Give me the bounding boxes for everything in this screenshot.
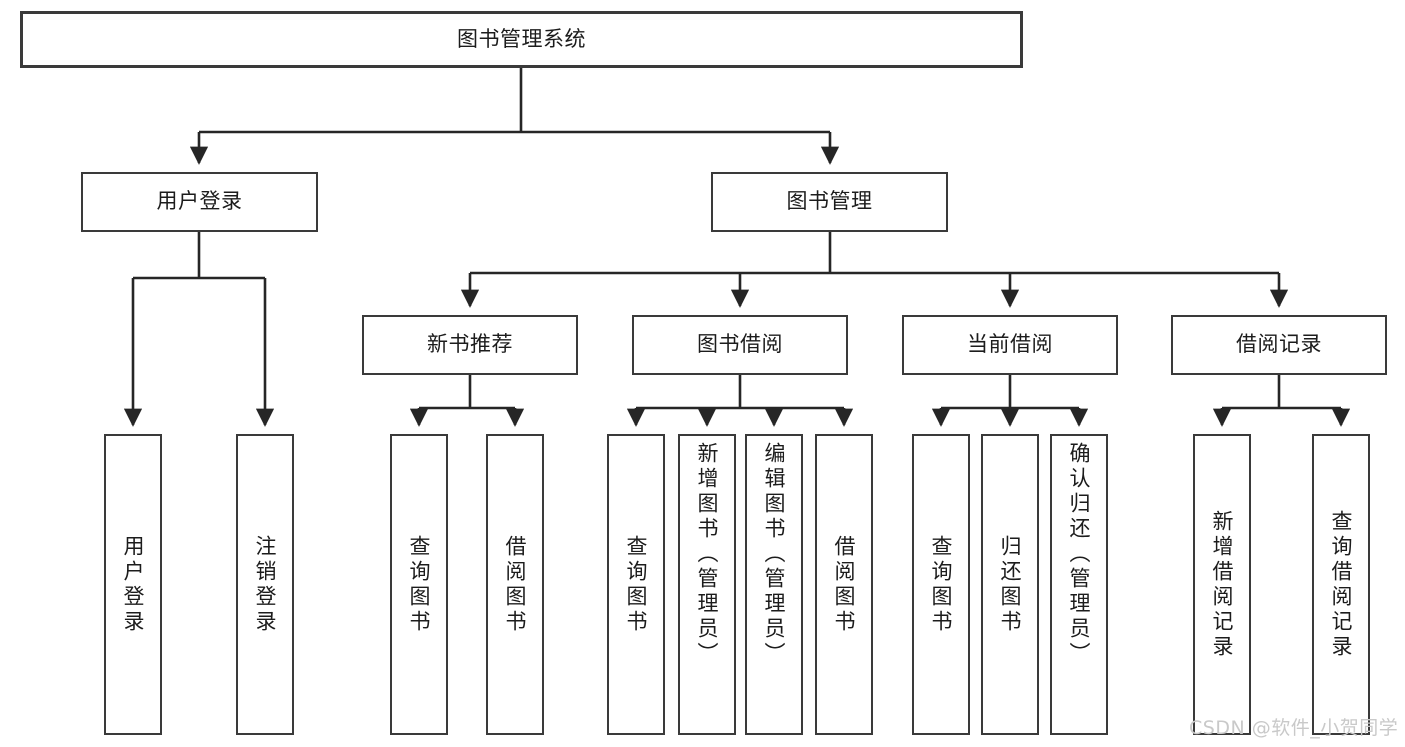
- leaf-book-borrow-1[interactable]: 查询图书: [607, 434, 665, 735]
- leaf-book-borrow-4-label: 借阅图书: [832, 534, 857, 635]
- leaf-borrow-record-2-label: 查询借阅记录: [1329, 509, 1354, 660]
- leaf-user-login-1-label: 用户登录: [121, 534, 146, 635]
- leaf-new-book-rec-2-label: 借阅图书: [503, 534, 528, 635]
- leaf-borrow-record-1-label: 新增借阅记录: [1210, 509, 1235, 660]
- leaf-book-borrow-2[interactable]: 新增图书（管理员）: [678, 434, 736, 735]
- node-user-login[interactable]: 用户登录: [81, 172, 318, 232]
- leaf-new-book-rec-1-label: 查询图书: [407, 534, 432, 635]
- node-book-manage-label: 图书管理: [786, 189, 873, 214]
- node-new-book-rec[interactable]: 新书推荐: [362, 315, 578, 375]
- node-borrow-record-label: 借阅记录: [1236, 332, 1322, 357]
- leaf-user-login-2-label: 注销登录: [253, 534, 278, 635]
- node-root-label: 图书管理系统: [457, 26, 586, 51]
- leaf-book-borrow-2-label: 新增图书（管理员）: [695, 442, 720, 667]
- node-borrow-record[interactable]: 借阅记录: [1171, 315, 1387, 375]
- leaf-book-borrow-4[interactable]: 借阅图书: [815, 434, 873, 735]
- leaf-current-borrow-1[interactable]: 查询图书: [912, 434, 970, 735]
- leaf-current-borrow-3[interactable]: 确认归还（管理员）: [1050, 434, 1108, 735]
- leaf-new-book-rec-1[interactable]: 查询图书: [390, 434, 448, 735]
- leaf-borrow-record-2[interactable]: 查询借阅记录: [1312, 434, 1370, 735]
- leaf-current-borrow-1-label: 查询图书: [929, 534, 954, 635]
- leaf-user-login-2[interactable]: 注销登录: [236, 434, 294, 735]
- node-current-borrow[interactable]: 当前借阅: [902, 315, 1118, 375]
- node-user-login-label: 用户登录: [156, 189, 243, 214]
- leaf-user-login-1[interactable]: 用户登录: [104, 434, 162, 735]
- leaf-current-borrow-2[interactable]: 归还图书: [981, 434, 1039, 735]
- leaf-book-borrow-3-label: 编辑图书（管理员）: [762, 442, 787, 667]
- node-book-borrow[interactable]: 图书借阅: [632, 315, 848, 375]
- node-book-manage[interactable]: 图书管理: [711, 172, 948, 232]
- leaf-borrow-record-1[interactable]: 新增借阅记录: [1193, 434, 1251, 735]
- leaf-current-borrow-2-label: 归还图书: [998, 534, 1023, 635]
- leaf-book-borrow-1-label: 查询图书: [624, 534, 649, 635]
- node-root[interactable]: 图书管理系统: [20, 11, 1023, 68]
- node-new-book-rec-label: 新书推荐: [427, 332, 513, 357]
- leaf-book-borrow-3[interactable]: 编辑图书（管理员）: [745, 434, 803, 735]
- leaf-current-borrow-3-label: 确认归还（管理员）: [1067, 442, 1092, 667]
- leaf-new-book-rec-2[interactable]: 借阅图书: [486, 434, 544, 735]
- node-current-borrow-label: 当前借阅: [967, 332, 1053, 357]
- node-book-borrow-label: 图书借阅: [697, 332, 783, 357]
